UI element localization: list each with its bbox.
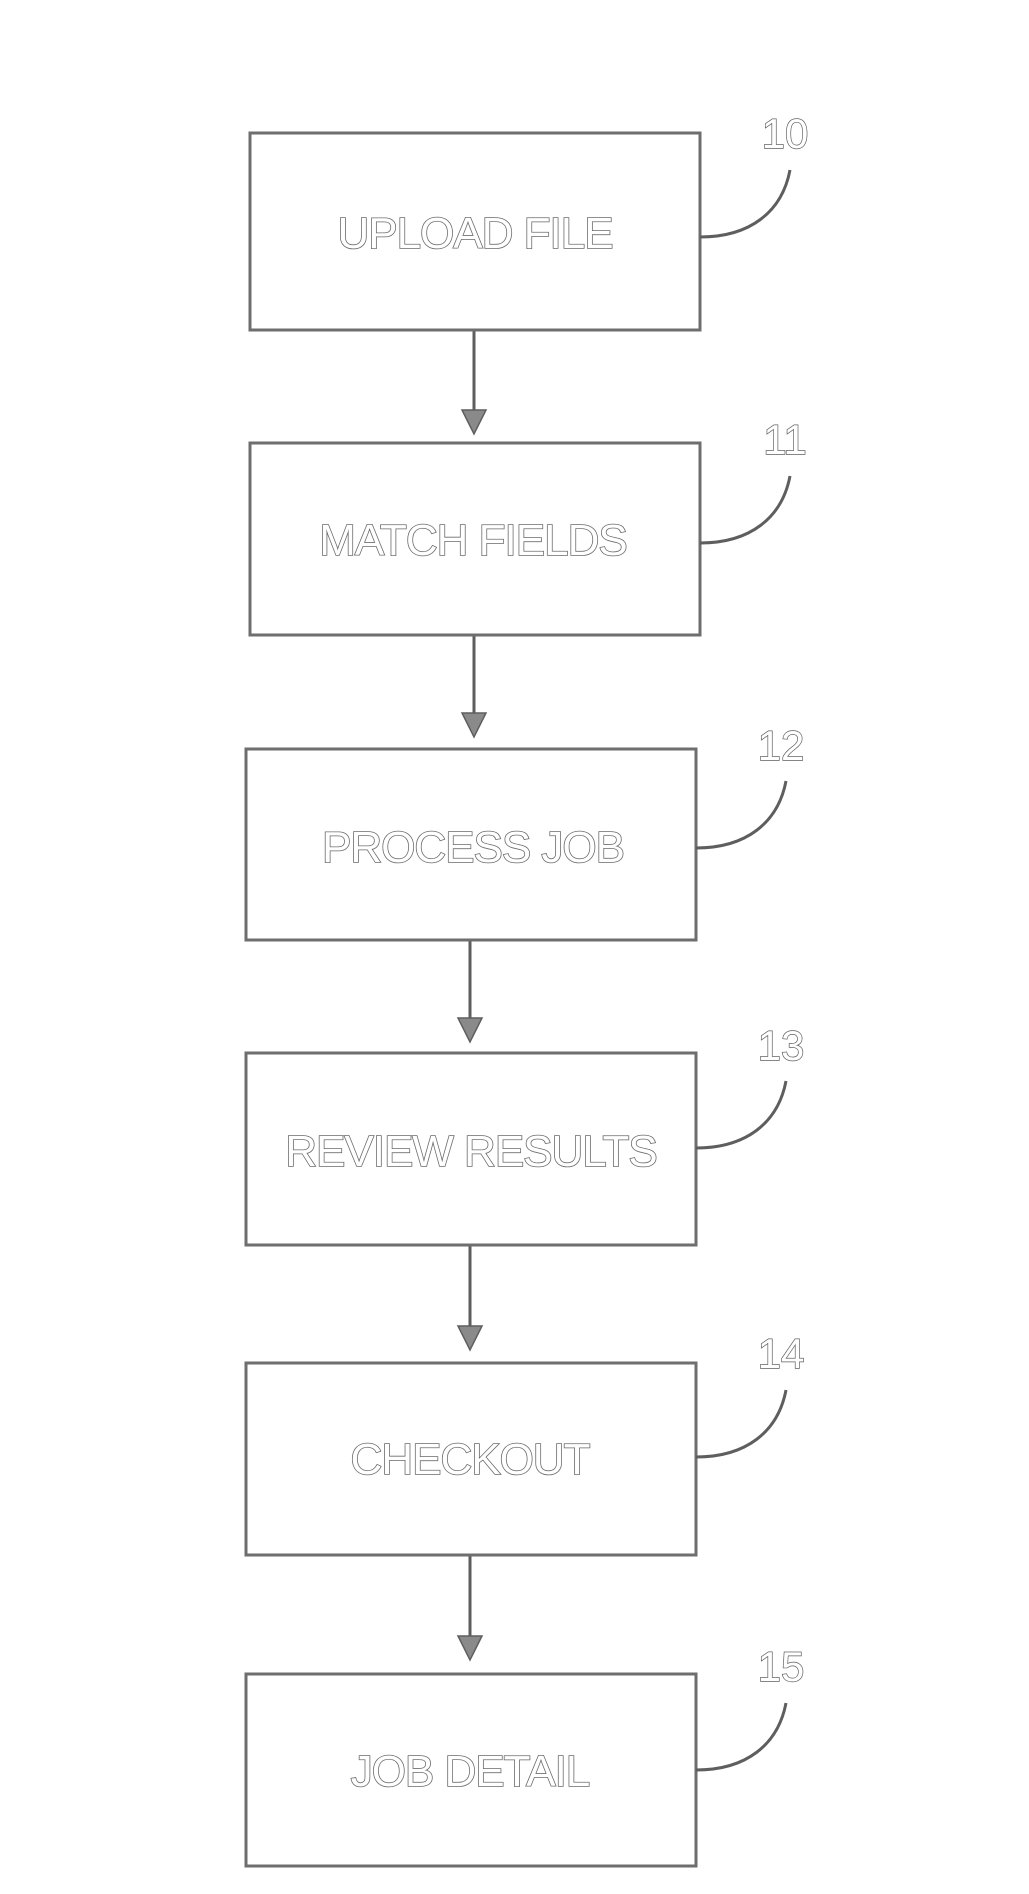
step-label-review-results: REVIEW RESULTS [285, 1127, 656, 1176]
leader-line-12 [696, 781, 786, 848]
leader-line-13 [696, 1081, 786, 1148]
reference-number-13: 13 [758, 1022, 805, 1069]
leader-line-14 [696, 1390, 786, 1457]
step-process-job: PROCESS JOB 12 [246, 722, 804, 940]
reference-number-10: 10 [762, 110, 809, 157]
step-upload-file: UPLOAD FILE 10 [250, 110, 808, 330]
step-label-upload-file: UPLOAD FILE [337, 209, 612, 258]
reference-number-14: 14 [758, 1330, 805, 1377]
step-review-results: REVIEW RESULTS 13 [246, 1022, 804, 1245]
connector-12-13 [458, 940, 482, 1042]
connector-14-15 [458, 1555, 482, 1660]
reference-number-11: 11 [763, 416, 807, 463]
step-label-checkout: CHECKOUT [351, 1435, 590, 1484]
reference-number-12: 12 [758, 722, 805, 769]
leader-line-15 [696, 1703, 786, 1770]
step-label-process-job: PROCESS JOB [322, 823, 624, 872]
reference-number-15: 15 [758, 1643, 805, 1690]
step-match-fields: MATCH FIELDS 11 [250, 416, 807, 635]
connector-11-12 [462, 635, 486, 737]
connector-10-11 [462, 330, 486, 434]
step-label-match-fields: MATCH FIELDS [319, 516, 626, 565]
step-checkout: CHECKOUT 14 [246, 1330, 804, 1555]
step-job-detail: JOB DETAIL 15 [246, 1643, 804, 1866]
leader-line-10 [700, 170, 790, 237]
connector-13-14 [458, 1245, 482, 1350]
step-label-job-detail: JOB DETAIL [351, 1747, 590, 1796]
leader-line-11 [700, 476, 790, 543]
